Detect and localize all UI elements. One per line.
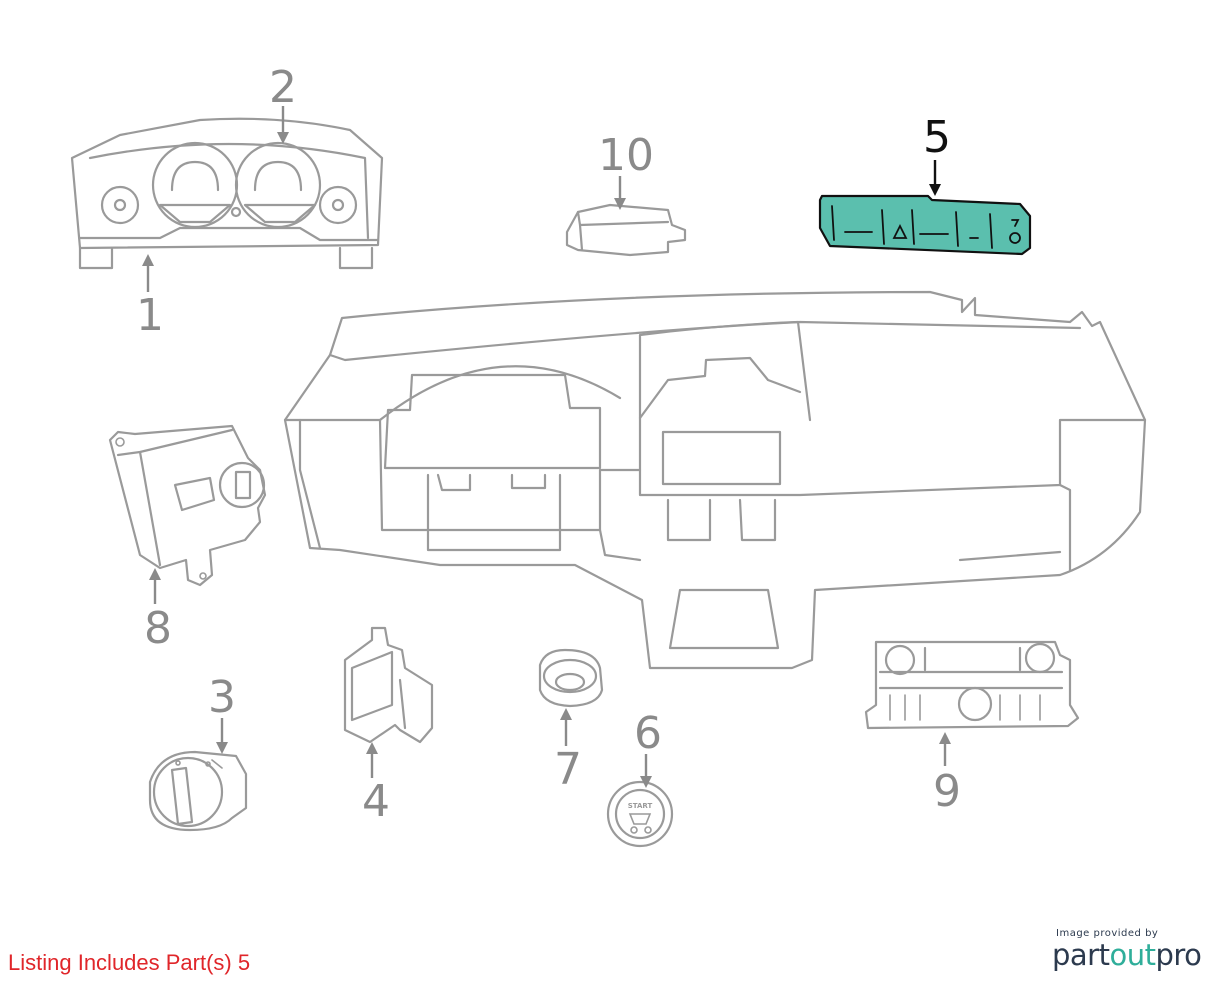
logo-brand-part: part <box>1052 938 1110 972</box>
callout-8[interactable]: 8 <box>144 603 172 654</box>
part-10-module[interactable] <box>565 203 687 257</box>
callout-10[interactable]: 10 <box>598 130 654 181</box>
part-6-start-button[interactable]: START <box>606 780 674 848</box>
part-4-bracket[interactable] <box>343 626 434 744</box>
callout-3[interactable]: 3 <box>208 672 236 723</box>
callout-6[interactable]: 6 <box>634 708 662 759</box>
part-7-ring[interactable] <box>538 648 604 708</box>
part-9-climate-panel[interactable] <box>864 640 1080 730</box>
callout-5[interactable]: 5 <box>923 112 951 163</box>
part-3-headlamp-switch[interactable] <box>148 750 248 832</box>
callout-numbers: 2 1 10 5 8 3 4 7 6 9 <box>136 62 961 827</box>
callout-arrows <box>142 106 951 788</box>
part-1-instrument-cluster[interactable] <box>70 117 384 270</box>
logo-brand-out: out <box>1109 938 1156 972</box>
logo-brand: partoutpro <box>1052 938 1202 972</box>
partoutpro-logo: Image provided by partoutpro <box>1052 928 1212 976</box>
callout-7[interactable]: 7 <box>554 744 582 795</box>
logo-caption: Image provided by <box>1056 928 1159 939</box>
callout-2[interactable]: 2 <box>269 62 297 113</box>
start-button-label: START <box>628 802 653 810</box>
callout-9[interactable]: 9 <box>933 766 961 817</box>
dashboard-assembly <box>283 290 1147 670</box>
logo-brand-pro: pro <box>1155 938 1202 972</box>
callout-4[interactable]: 4 <box>362 776 390 827</box>
part-8-ignition-housing[interactable] <box>108 424 267 587</box>
listing-caption: Listing Includes Part(s) 5 <box>8 950 251 975</box>
part-5-switch-bank[interactable] <box>818 194 1032 256</box>
callout-1[interactable]: 1 <box>136 290 164 341</box>
